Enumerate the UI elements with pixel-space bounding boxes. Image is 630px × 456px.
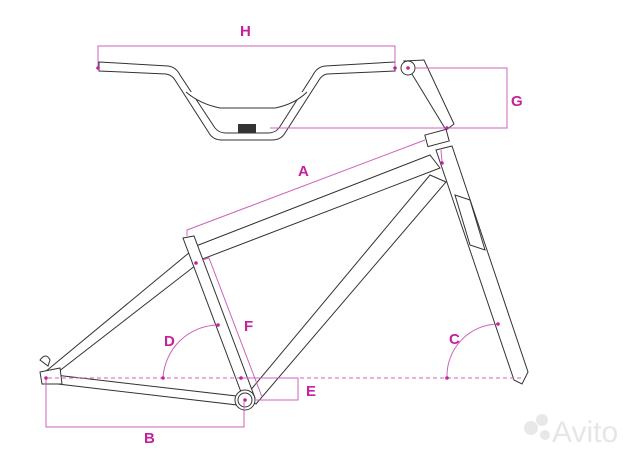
down-tube (243, 174, 447, 405)
handlebar-clamp (238, 124, 256, 133)
headset (424, 128, 450, 148)
dimension-E (241, 377, 299, 401)
dimension-points (44, 66, 500, 402)
label-E: E (306, 383, 316, 400)
label-H: H (240, 23, 251, 40)
label-C: C (449, 331, 460, 348)
dimension-F (201, 257, 263, 398)
dimension-A (186, 139, 426, 236)
avito-watermark: Avito (524, 414, 618, 449)
label-A: A (298, 163, 309, 180)
rear-dropout (39, 367, 63, 385)
label-B: B (144, 430, 155, 447)
watermark-text: Avito (552, 416, 618, 449)
dimension-A-head (440, 149, 443, 163)
dimension-D-arc (162, 324, 219, 379)
handlebar-crossbar (185, 91, 308, 109)
chain-stay (54, 374, 247, 407)
fork-crown (454, 194, 486, 251)
label-D: D (164, 333, 175, 350)
dimension-H (97, 45, 396, 68)
label-F: F (244, 318, 253, 335)
stem (403, 59, 455, 131)
fork (435, 145, 529, 385)
dimension-C-arc (446, 323, 499, 379)
dimension-B (45, 378, 245, 428)
seat-stay (43, 251, 201, 373)
brake-mount (39, 355, 51, 367)
label-G: G (511, 93, 523, 110)
handlebar (98, 61, 396, 141)
dimension-G (270, 67, 508, 129)
